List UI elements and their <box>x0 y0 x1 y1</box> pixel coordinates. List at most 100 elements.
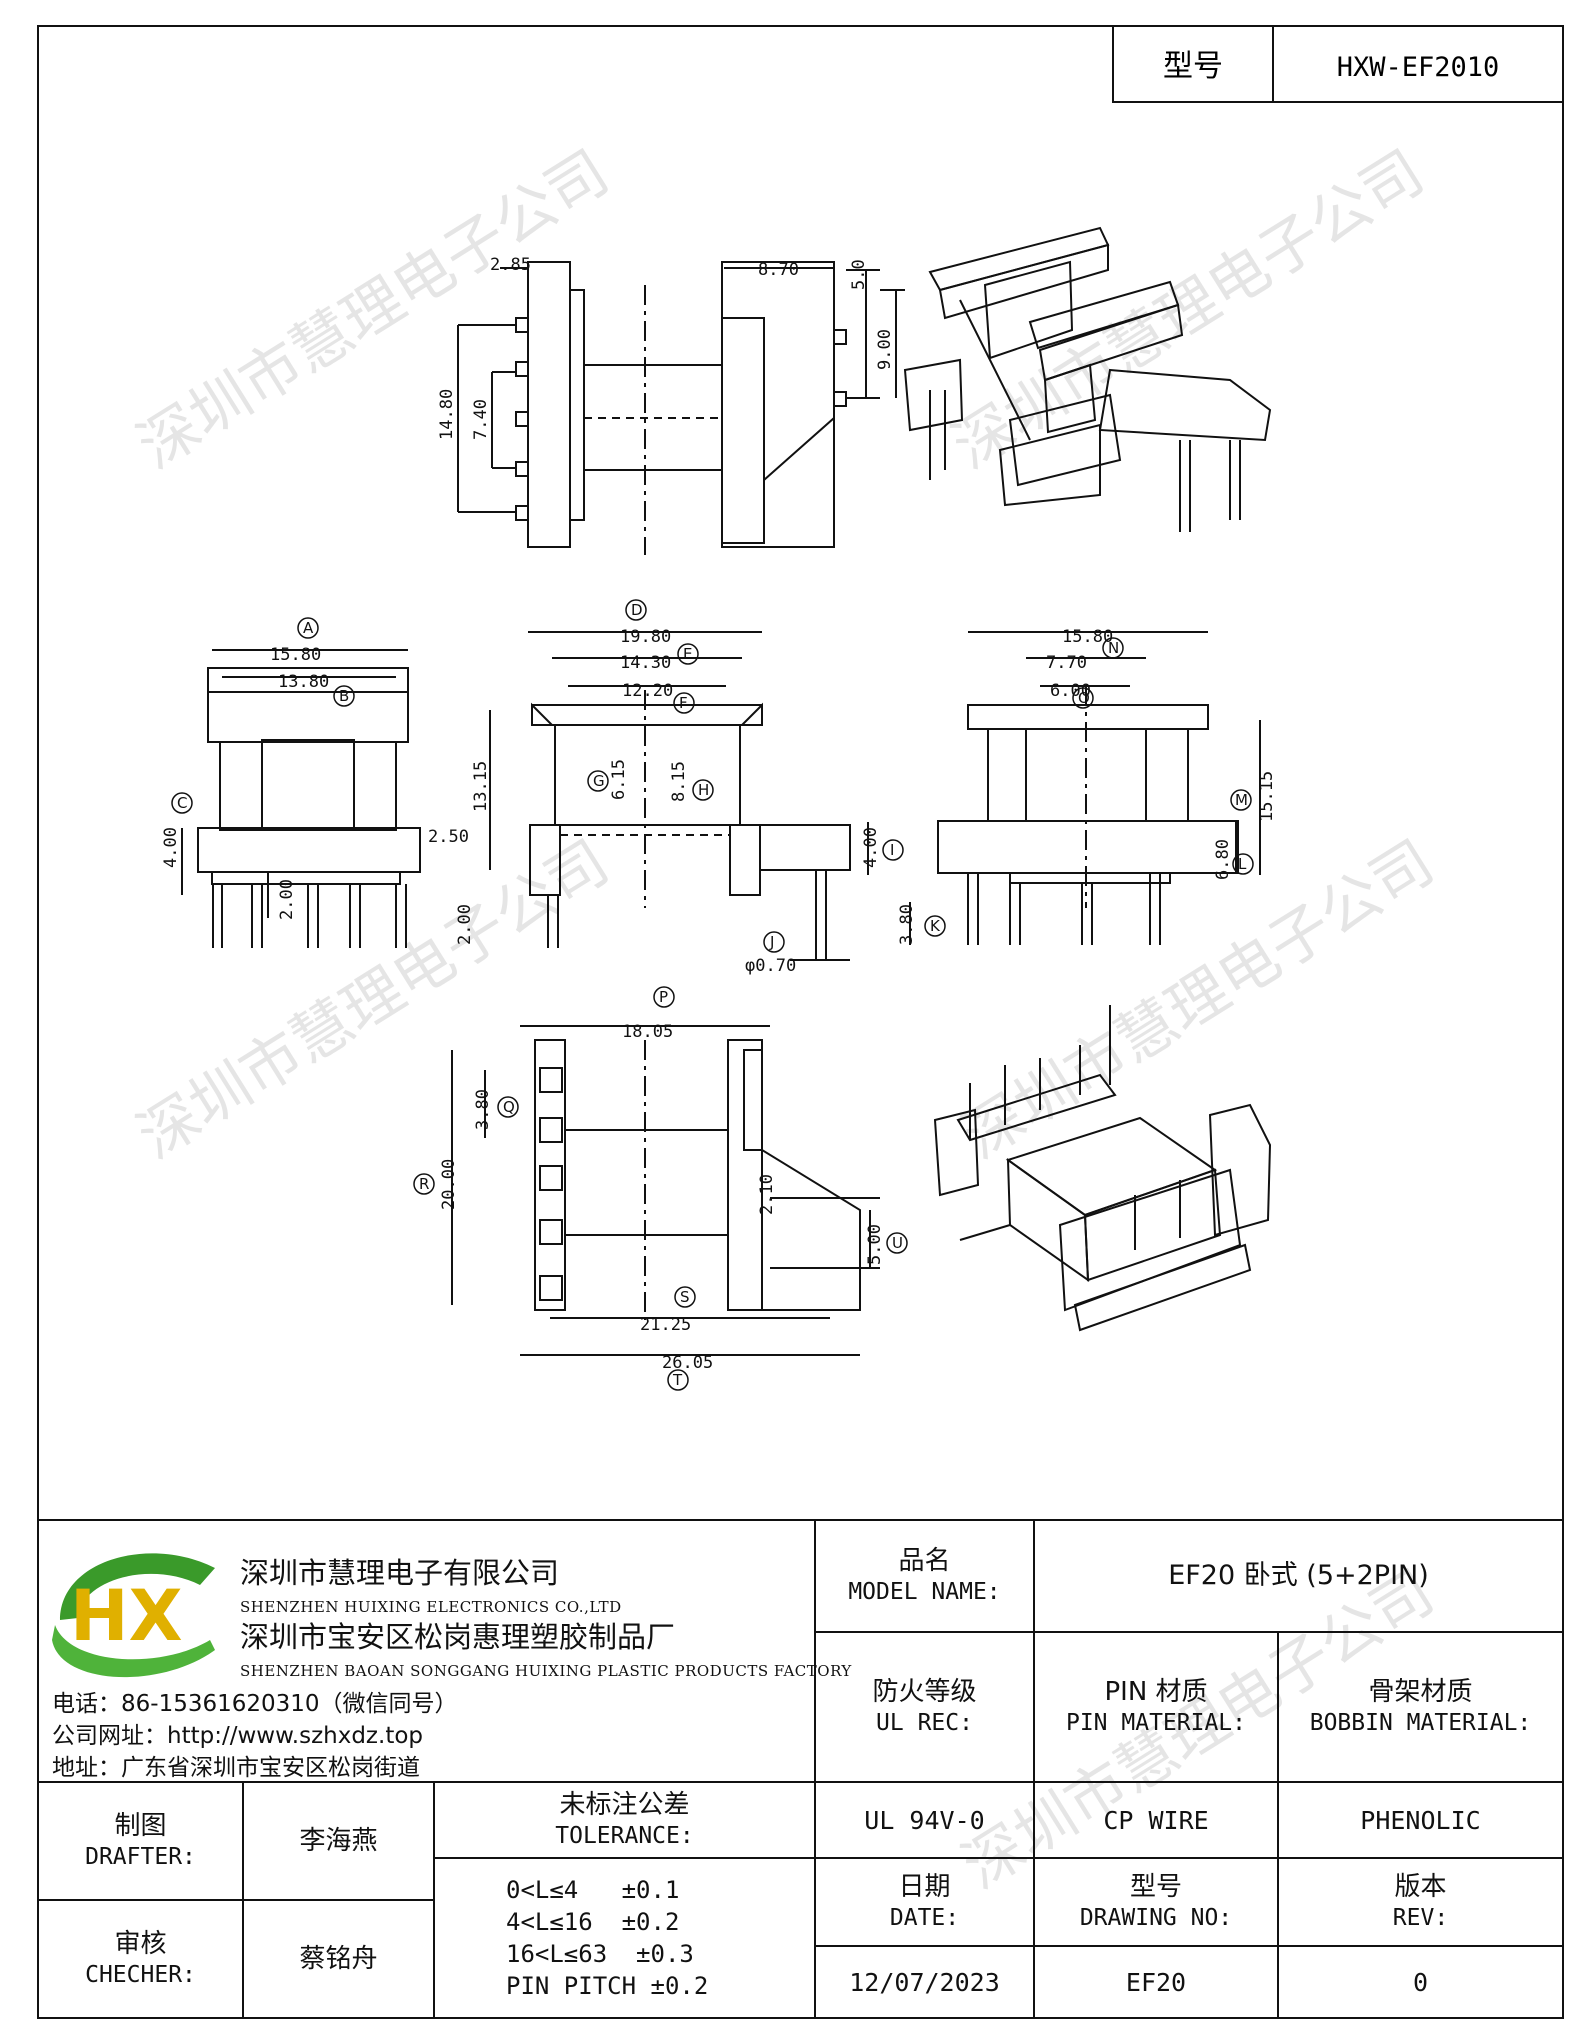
drawing-value: EF20 <box>1125 1967 1187 1997</box>
rev-value: 0 <box>1412 1967 1429 1997</box>
bobbin-value: PHENOLIC <box>1360 1805 1481 1835</box>
fire-value: UL 94V-0 <box>864 1805 985 1835</box>
header-model-value: HXW-EF2010 <box>1337 52 1500 83</box>
rev-label-en: REV: <box>1392 1905 1449 1931</box>
pin-label-cn: PIN 材质 <box>1104 1677 1208 1707</box>
watermark-text: 深圳市慧理电子公司 <box>126 137 621 483</box>
tolerance-line: 4<L≤16 ±0.2 <box>506 1908 680 1936</box>
sheet-border <box>37 25 1564 2019</box>
dim-mid-14.30: 14.30 <box>620 653 671 673</box>
bobbin-label-cn: 骨架材质 <box>1368 1677 1473 1707</box>
callout-h <box>692 779 714 801</box>
dim-top-9.00: 9.00 <box>875 329 895 370</box>
company-name-en: SHENZHEN HUIXING ELECTRONICS CO.,LTD <box>240 1598 622 1616</box>
callout-letter-h: H <box>698 781 709 799</box>
callout-p <box>653 986 675 1008</box>
fire-rating-label-cell: 防火等级 UL REC: <box>815 1632 1034 1782</box>
company-phone: 电话：86-15361620310（微信同号） <box>52 1691 458 1717</box>
callout-l <box>1232 853 1254 875</box>
dim-front-2.00: 2.00 <box>277 879 297 920</box>
callout-letter-b: B <box>339 687 349 705</box>
callout-o <box>1072 687 1094 709</box>
callout-r <box>413 1173 435 1195</box>
callout-q <box>497 1096 519 1118</box>
callout-letter-u: U <box>892 1234 903 1252</box>
watermark-text: 深圳市慧理电子公司 <box>951 827 1446 1173</box>
callout-letter-s: S <box>680 1288 690 1306</box>
drawing-no-value-cell: EF20 <box>1034 1946 1278 2018</box>
callout-m <box>1230 789 1252 811</box>
callout-letter-a: A <box>303 619 314 637</box>
dim-mid-8.15: 8.15 <box>669 761 689 802</box>
callout-letter-m: M <box>1235 791 1248 809</box>
logo-text: HX <box>70 1575 183 1657</box>
checker-label-cell: 审核 CHECHER: <box>38 1900 243 2018</box>
side-view <box>909 631 1261 945</box>
tolerance-values-cell: 0<L≤4 ±0.1 4<L≤16 ±0.2 16<L≤63 ±0.3 PIN … <box>434 1858 815 2018</box>
bobbin-material-label-cell: 骨架材质 BOBBIN MATERIAL: <box>1278 1632 1563 1782</box>
product-label-cell: 品名 MODEL NAME: <box>815 1520 1034 1632</box>
dim-side-6.80: 6.80 <box>1213 839 1233 880</box>
callout-letter-e: E <box>683 645 692 663</box>
company-name-cn: 深圳市慧理电子有限公司 <box>240 1556 560 1590</box>
dim-top-8.70: 8.70 <box>758 260 799 280</box>
fire-label-cn: 防火等级 <box>872 1677 977 1707</box>
dim-mid-2.00: 2.00 <box>455 904 475 945</box>
dim-front-15.80: 15.80 <box>270 645 321 665</box>
tolerance-line: 16<L≤63 ±0.3 <box>506 1940 694 1968</box>
callout-letter-k: K <box>930 917 941 935</box>
company-website: 公司网址：http://www.szhxdz.top <box>52 1723 424 1749</box>
top-side-view <box>457 261 905 555</box>
callout-a <box>297 617 319 639</box>
checker-label-en: CHECHER: <box>85 1962 196 1988</box>
dim-front-2.50: 2.50 <box>428 827 469 847</box>
date-label-cell: 日期 DATE: <box>815 1858 1034 1946</box>
checker-value: 蔡铭舟 <box>299 1944 378 1974</box>
callout-letter-d: D <box>631 601 643 619</box>
callout-n <box>1102 637 1124 659</box>
callout-s <box>674 1286 696 1308</box>
fire-value-cell: UL 94V-0 <box>815 1782 1034 1858</box>
drafter-label-cn: 制图 <box>114 1811 167 1841</box>
callout-letter-n: N <box>1108 639 1119 657</box>
dim-bottom-3.80: 3.80 <box>473 1089 493 1130</box>
callout-e <box>677 643 699 665</box>
dim-bottom-5.00: 5.00 <box>865 1224 885 1265</box>
callout-letter-o: O <box>1078 689 1090 707</box>
callout-letter-q: Q <box>503 1098 515 1116</box>
callout-b <box>333 685 355 707</box>
factory-name-cn: 深圳市宝安区松岗惠理塑胶制品厂 <box>240 1620 676 1654</box>
dim-top-14.80: 14.80 <box>437 389 457 440</box>
drawing-no-label-cell: 型号 DRAWING NO: <box>1034 1858 1278 1946</box>
pin-value-cell: CP WIRE <box>1034 1782 1278 1858</box>
callout-letter-r: R <box>419 1175 429 1193</box>
product-label-cn: 品名 <box>898 1546 951 1576</box>
callout-markers <box>171 599 1254 1391</box>
callout-t <box>667 1369 689 1391</box>
callout-letter-f: F <box>679 694 688 712</box>
dim-bottom-21.25: 21.25 <box>640 1315 691 1335</box>
pin-value: CP WIRE <box>1103 1805 1209 1835</box>
company-address: 地址：广东省深圳市宝安区松岗街道 <box>52 1755 420 1781</box>
drafter-value: 李海燕 <box>299 1826 378 1856</box>
dim-mid-19.80: 19.80 <box>620 627 671 647</box>
pin-material-label-cell: PIN 材质 PIN MATERIAL: <box>1034 1632 1278 1782</box>
callout-g <box>587 770 609 792</box>
dim-bottom-2.10: 2.10 <box>757 1174 777 1215</box>
drafter-label-en: DRAFTER: <box>85 1844 196 1870</box>
dim-front-4.00: 4.00 <box>161 827 181 868</box>
callout-d <box>625 599 647 621</box>
dim-mid-13.15: 13.15 <box>471 761 491 812</box>
dim-side-6.00: 6.00 <box>1050 681 1091 701</box>
tolerance-label-cell: 未标注公差 TOLERANCE: <box>434 1782 815 1858</box>
mid-view <box>489 631 869 961</box>
header-model-label: 型号 <box>1163 49 1223 84</box>
callout-letter-t: T <box>672 1371 683 1389</box>
callout-u <box>886 1232 908 1254</box>
front-view <box>181 649 421 948</box>
dim-top-2.85: 2.85 <box>490 255 531 275</box>
checker-value-cell: 蔡铭舟 <box>243 1900 434 2018</box>
callout-i <box>882 839 904 861</box>
